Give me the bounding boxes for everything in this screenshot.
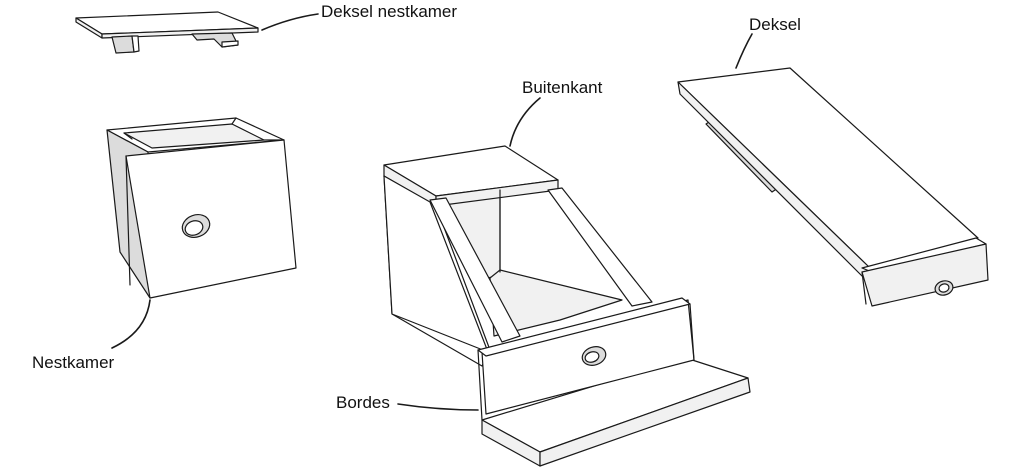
label-nestkamer: Nestkamer [32,353,115,372]
leader-bordes [397,403,479,411]
leader-nestkamer [111,299,151,349]
label-deksel: Deksel [749,15,801,34]
outer-body [383,145,653,367]
leader-deksel-nestkamer [261,13,319,31]
leader-deksel [735,33,753,69]
label-deksel-nestkamer: Deksel nestkamer [321,2,457,21]
landing-board [477,297,751,467]
nest-chamber-lid [75,11,259,54]
label-bordes: Bordes [336,393,390,412]
label-buitenkant: Buitenkant [522,78,603,97]
leader-buitenkant [509,97,541,147]
nest-chamber [106,117,297,299]
lid [677,67,989,307]
